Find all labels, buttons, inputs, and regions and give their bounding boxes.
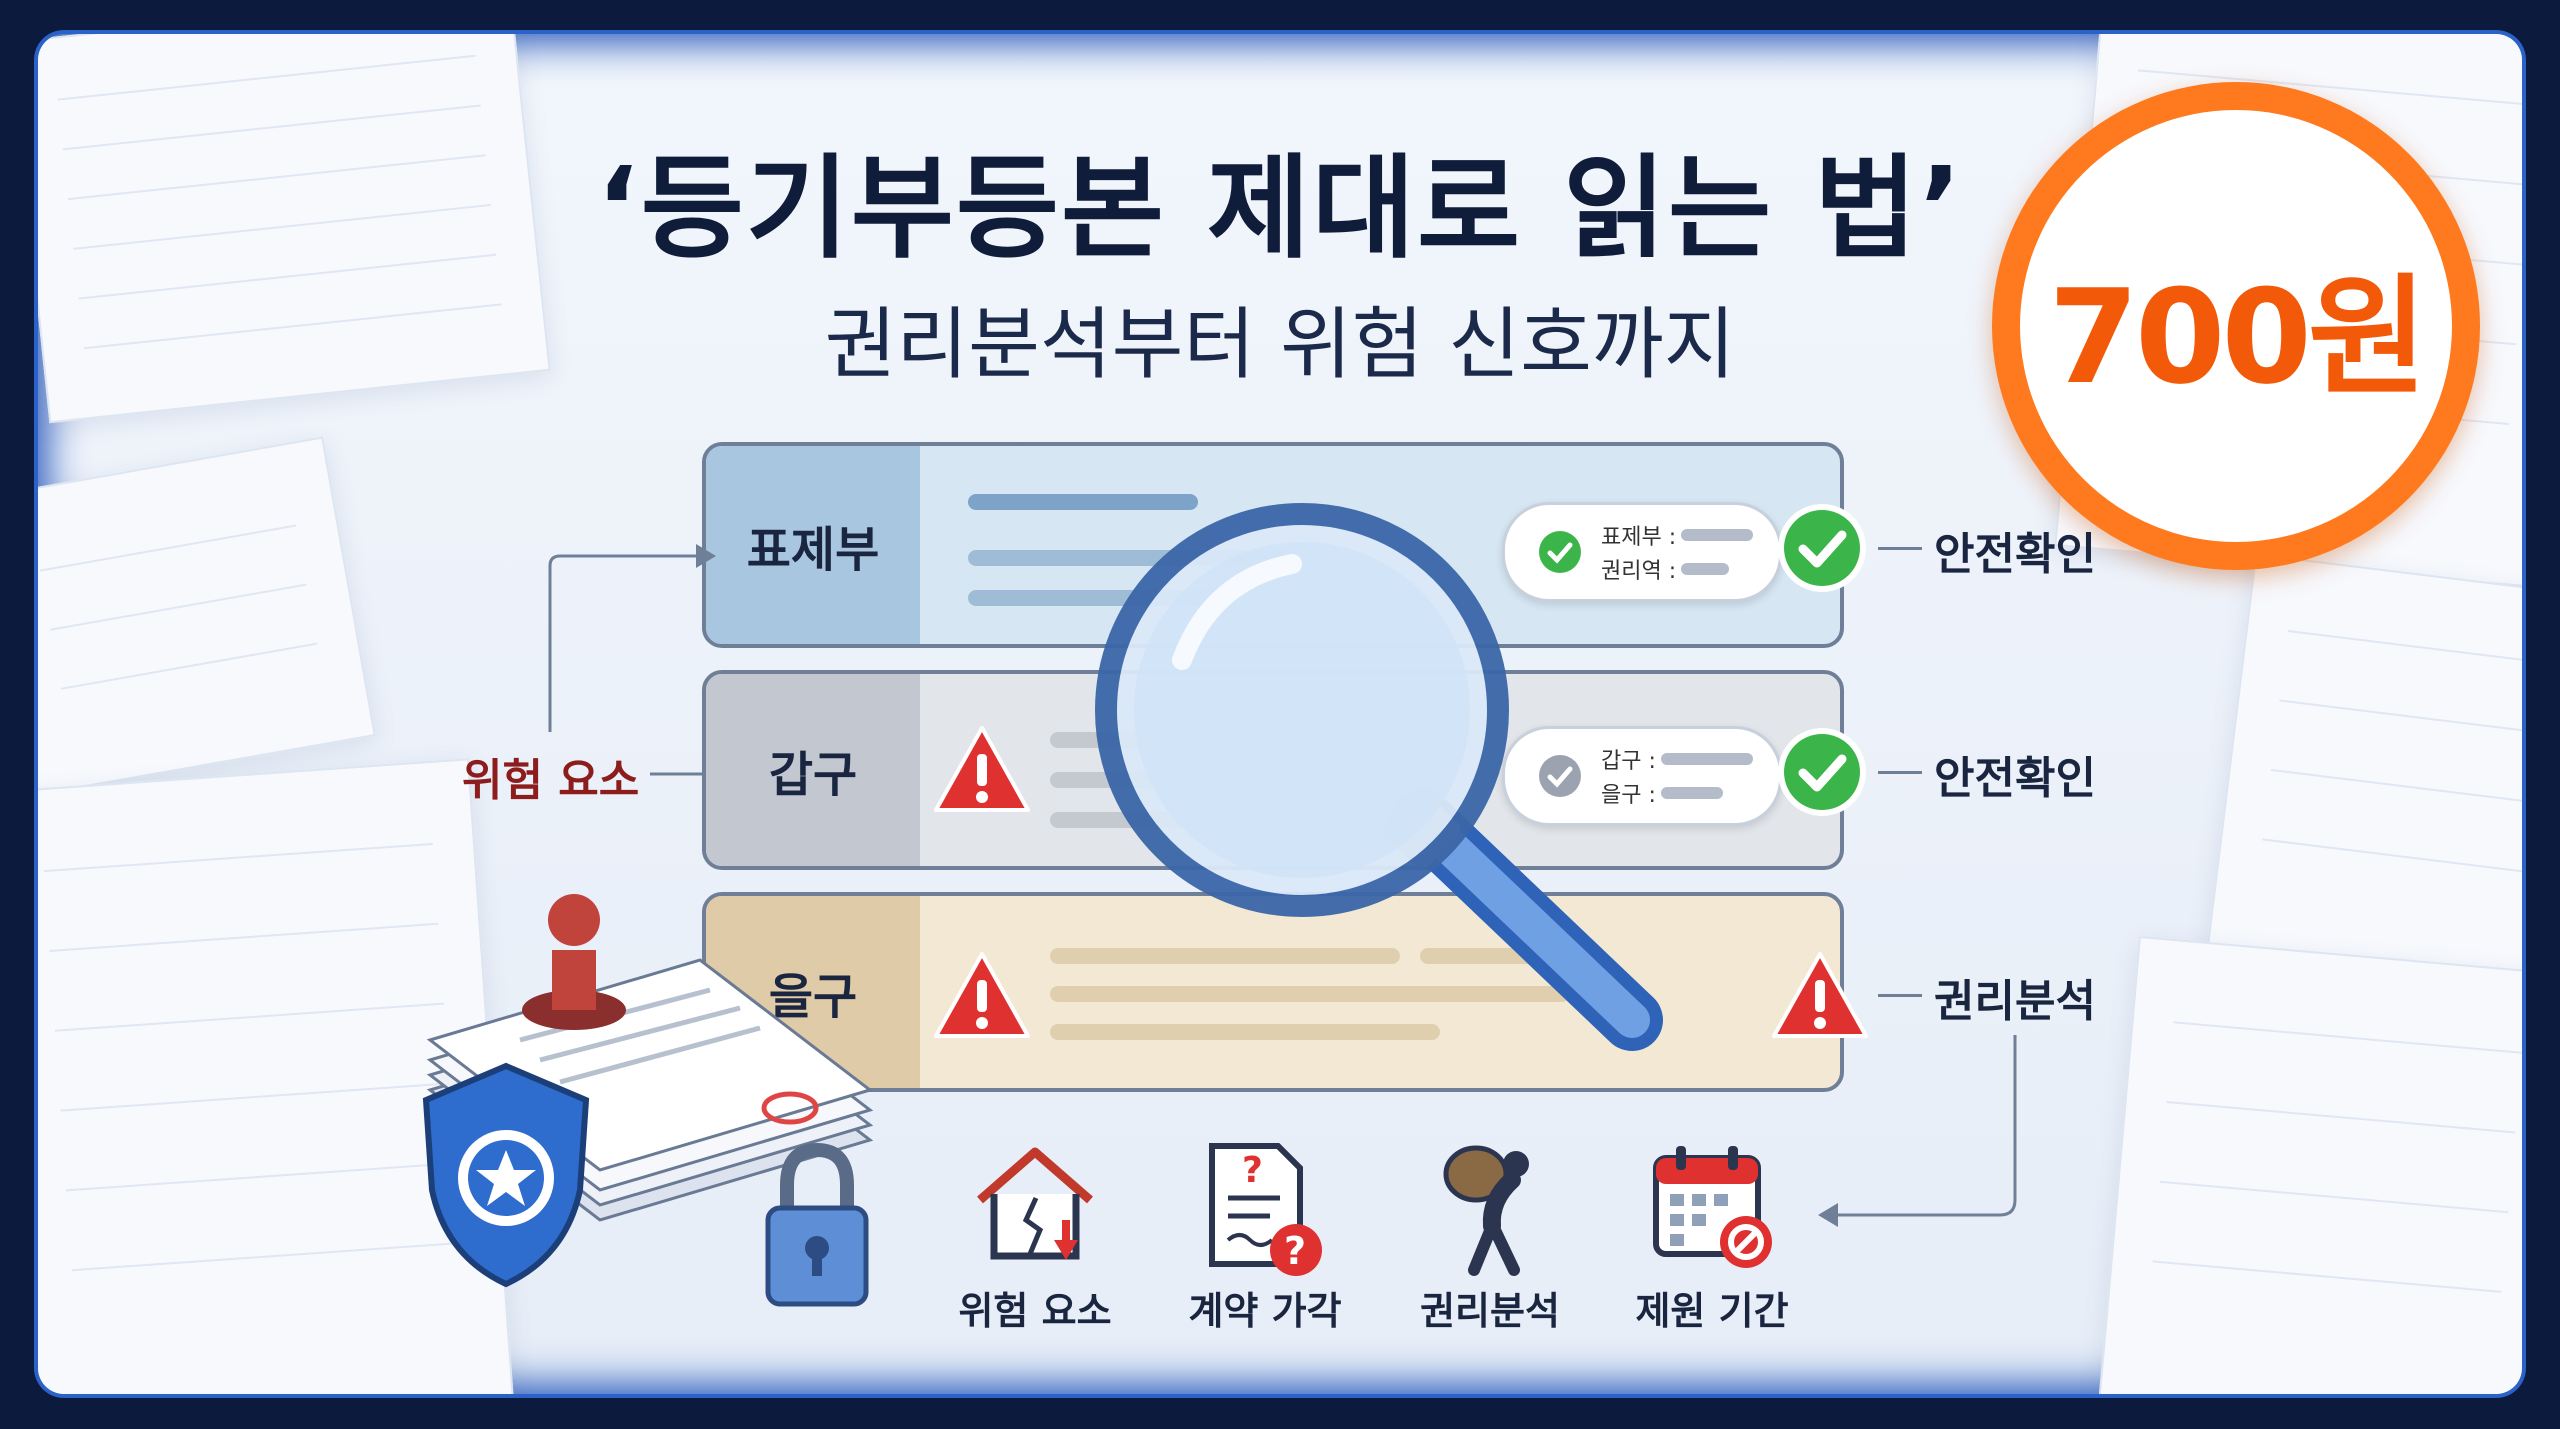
- connector-line: [1878, 547, 1922, 550]
- green-check-icon: [1778, 728, 1866, 816]
- connector-arrow: [1818, 1035, 2017, 1227]
- page-title: ‘등기부등본 제대로 읽는 법’: [596, 144, 1964, 274]
- stamp-icon: [522, 894, 626, 1030]
- connector-line: [1878, 771, 1922, 774]
- padlock-icon: [765, 1142, 869, 1307]
- check-line-2: 권리역 :: [1601, 559, 1677, 584]
- bottom-icon-label: 권리분석: [1420, 1289, 1560, 1333]
- row-label: 표제부: [706, 446, 920, 644]
- warning-icon: [934, 726, 1030, 812]
- svg-text:?: ?: [1284, 1229, 1306, 1273]
- risk-factor-label: 위험 요소: [462, 755, 640, 806]
- shield-icon: [422, 1062, 590, 1288]
- svg-text:?: ?: [1242, 1150, 1263, 1191]
- check-pill-row2: 갑구 : 을구 :: [1502, 726, 1782, 826]
- green-check-icon: [1778, 504, 1866, 592]
- price-badge: 700원: [1992, 82, 2480, 570]
- check-line-1: 표제부 :: [1601, 525, 1677, 550]
- calendar-prohibited-icon: [1653, 1146, 1772, 1268]
- background-document-right-bottom: [2098, 935, 2522, 1394]
- row-label: 갑구: [706, 674, 920, 866]
- bottom-icon-label: 위험 요소: [958, 1289, 1112, 1333]
- connector-arrow: [548, 544, 716, 776]
- check-circle-icon: [1539, 755, 1581, 797]
- background-document-left-middle: [38, 436, 376, 796]
- page-subtitle: 권리분석부터 위험 신호까지: [824, 300, 1736, 390]
- check-line-1: 갑구 :: [1601, 749, 1656, 774]
- side-label-row2: 안전확인: [1934, 753, 2096, 804]
- magnifying-glass-icon: [1095, 503, 1663, 1051]
- broken-house-icon: [977, 1147, 1093, 1260]
- check-line-2: 을구 :: [1601, 783, 1656, 808]
- contract-question-icon: ? ?: [1209, 1143, 1322, 1276]
- bottom-icon-label: 계약 가각: [1188, 1289, 1342, 1333]
- person-carrying-sack-icon: [1443, 1145, 1529, 1276]
- warning-icon: [934, 952, 1030, 1038]
- bottom-icon-label: 제원 기간: [1635, 1289, 1789, 1333]
- check-circle-icon: [1539, 531, 1581, 573]
- side-label-row3: 권리분석: [1934, 976, 2096, 1027]
- connector-line: [1878, 994, 1922, 997]
- side-label-row1: 안전확인: [1934, 529, 2096, 580]
- price-value: 700원: [2048, 261, 2428, 413]
- warning-icon: [1772, 952, 1868, 1038]
